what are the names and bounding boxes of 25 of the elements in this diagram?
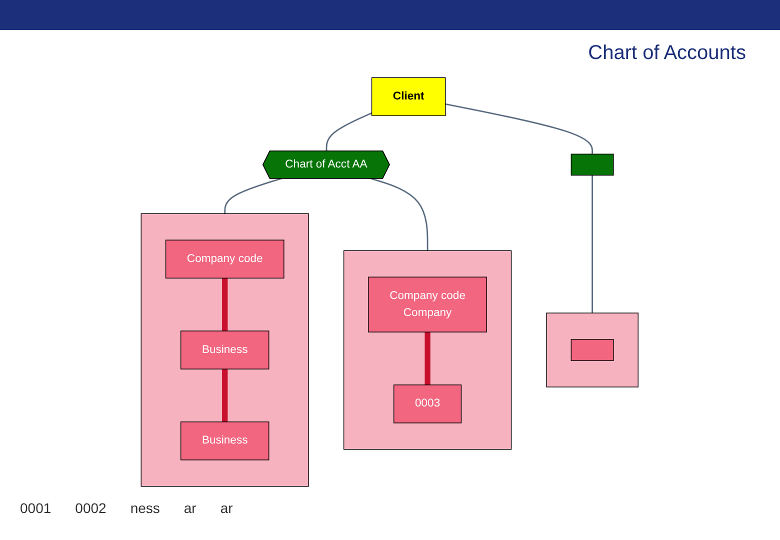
node-box	[571, 339, 614, 361]
node-box: Company code Company	[368, 276, 488, 332]
cluster	[546, 312, 639, 388]
note-label: 0002	[75, 500, 106, 516]
connector	[222, 278, 228, 331]
node-box: Company code	[166, 240, 285, 278]
node-box: Business	[180, 422, 270, 460]
node-box: Business	[180, 330, 270, 370]
cluster	[141, 213, 310, 487]
note-label: ar	[184, 500, 196, 516]
note-label: ness	[130, 500, 160, 516]
connector	[224, 178, 282, 214]
title: Chart of Accounts	[588, 42, 746, 65]
connector	[222, 369, 228, 422]
connector	[326, 112, 372, 152]
note-label: 0001	[20, 500, 52, 516]
connector	[370, 178, 429, 251]
cluster	[344, 250, 512, 450]
connector	[446, 103, 594, 154]
node-box	[571, 154, 614, 176]
connector	[425, 332, 431, 385]
node-box: Client	[372, 77, 446, 116]
note-label: ar	[220, 500, 233, 516]
connector	[592, 175, 594, 313]
node-box: 0003	[394, 384, 462, 424]
